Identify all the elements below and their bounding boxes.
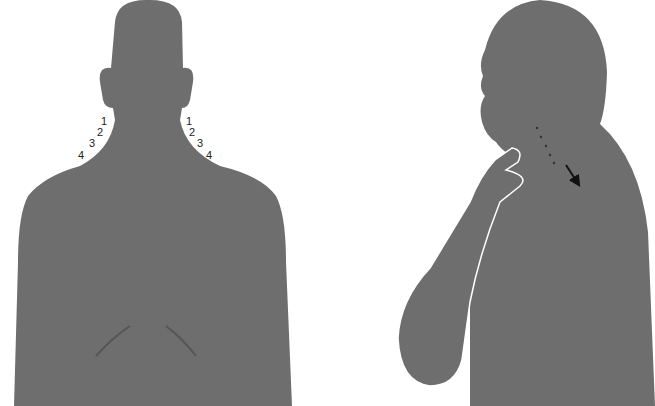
direction-arrow: [566, 165, 579, 185]
callout-number: 3: [89, 138, 95, 149]
pressure-dots: [536, 127, 555, 164]
callout-number: 2: [97, 127, 103, 138]
shoulder-blade-line: [96, 326, 130, 356]
shoulder-blade-line: [166, 326, 196, 356]
callout-number: 4: [78, 150, 84, 161]
back-view-silhouette: [14, 0, 292, 406]
callout-number: 2: [189, 127, 195, 138]
callout-number: 1: [186, 116, 192, 127]
raised-arm: [398, 148, 523, 386]
callout-number: 4: [206, 150, 212, 161]
callout-number: 3: [197, 138, 203, 149]
callout-number: 1: [101, 116, 107, 127]
